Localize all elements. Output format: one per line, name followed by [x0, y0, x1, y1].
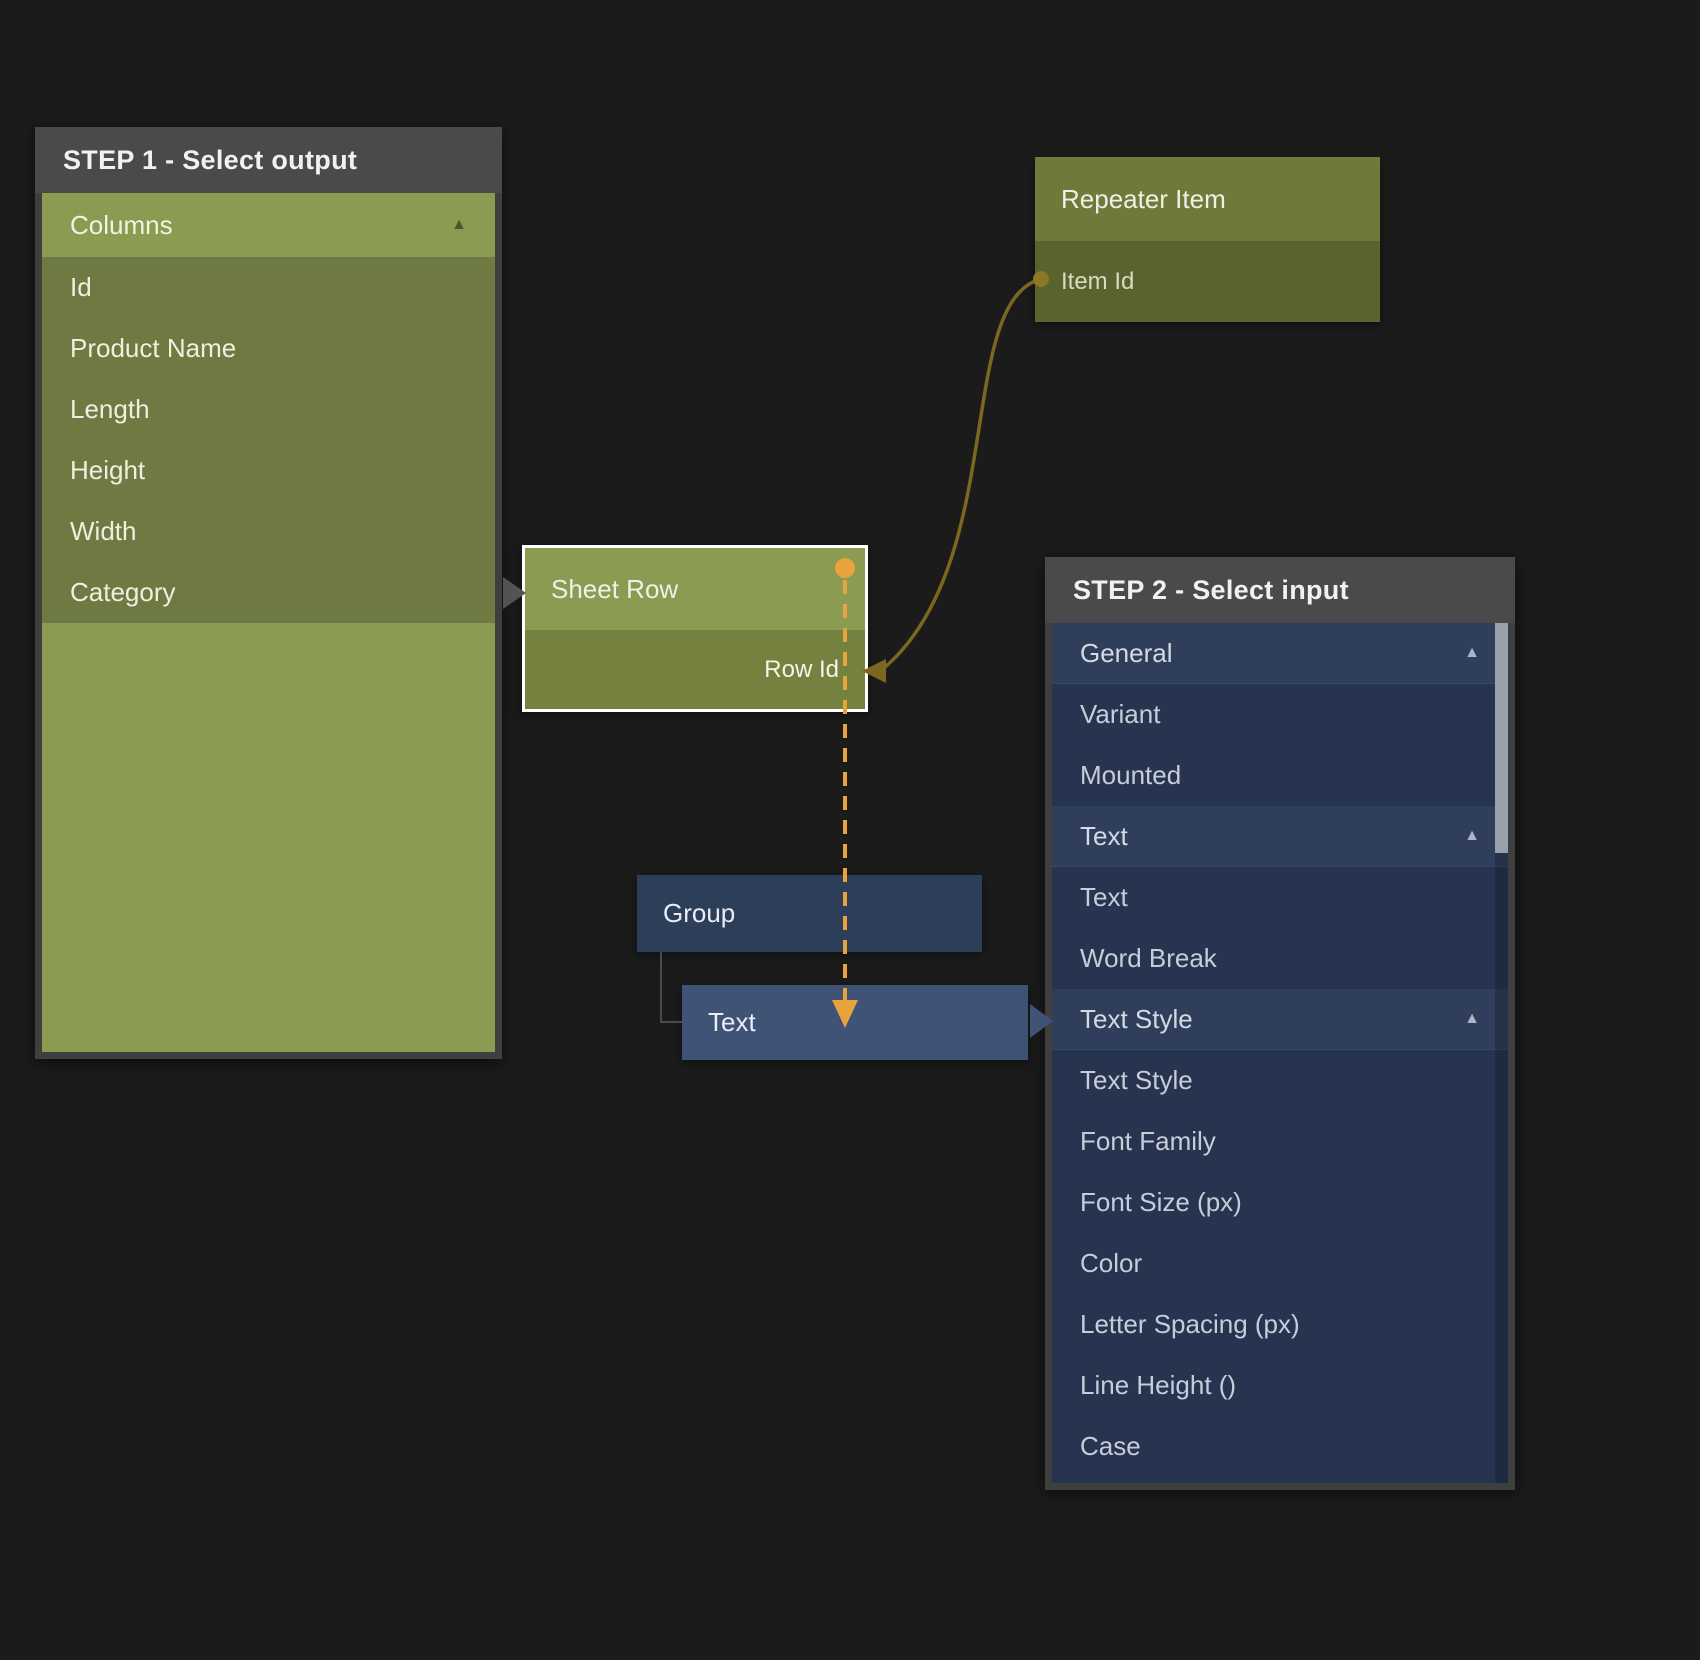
input-property-label: Text — [1080, 882, 1128, 912]
group-node[interactable]: Group — [637, 875, 982, 952]
input-property-row[interactable]: Letter Spacing (px) — [1052, 1294, 1508, 1355]
input-property-label: Text Style — [1080, 1065, 1193, 1095]
output-column-label: Product Name — [70, 333, 237, 363]
input-section-row[interactable]: General ▲ — [1052, 623, 1508, 684]
text-node[interactable]: Text — [682, 985, 1028, 1060]
output-column-row[interactable]: Length — [42, 379, 495, 440]
collapse-chevron-icon[interactable]: ▲ — [451, 216, 467, 233]
collapse-chevron-icon[interactable]: ▲ — [1464, 827, 1480, 844]
input-property-row[interactable]: Variant — [1052, 684, 1508, 745]
input-property-row[interactable]: Case — [1052, 1416, 1508, 1477]
collapse-chevron-icon[interactable]: ▲ — [1464, 1010, 1480, 1027]
input-property-row[interactable]: Text — [1052, 867, 1508, 928]
sheet-row-label: Sheet Row — [551, 573, 679, 604]
output-column-label: Category — [70, 577, 176, 607]
input-property-label: Line Height () — [1080, 1370, 1237, 1400]
step2-title: STEP 2 - Select input — [1073, 574, 1349, 605]
input-section-row[interactable]: Text Style ▲ — [1052, 989, 1508, 1050]
input-section-label: Text — [1080, 820, 1128, 851]
input-section-row[interactable]: Text ▲ — [1052, 806, 1508, 867]
step1-panel: STEP 1 - Select output Columns ▲ Id Prod… — [35, 127, 502, 1059]
input-property-row[interactable]: Font Family — [1052, 1111, 1508, 1172]
input-property-label: Case — [1080, 1431, 1141, 1461]
input-property-label: Color — [1080, 1248, 1143, 1278]
sheet-row-node[interactable]: Sheet Row Row Id — [522, 545, 868, 712]
step2-panel: STEP 2 - Select input General ▲ Variant … — [1045, 557, 1515, 1490]
output-column-label: Length — [70, 394, 150, 424]
input-property-row[interactable]: Line Height () — [1052, 1355, 1508, 1416]
columns-section-label: Columns — [70, 209, 173, 240]
itemid-rowid-connection — [882, 277, 1042, 670]
input-property-label: Mounted — [1080, 760, 1182, 790]
sheet-row-title[interactable]: Sheet Row — [525, 548, 865, 630]
scrollbar-thumb[interactable] — [1495, 623, 1508, 853]
input-section-label: Text Style — [1080, 1003, 1193, 1034]
repeater-item-label: Repeater Item — [1061, 183, 1226, 214]
item-id-port[interactable]: Item Id — [1035, 241, 1380, 322]
input-property-row[interactable]: Mounted — [1052, 745, 1508, 806]
output-column-row[interactable]: Id — [42, 257, 495, 318]
input-property-row[interactable]: Text Style — [1052, 1050, 1508, 1111]
input-property-row[interactable]: Font Size (px) — [1052, 1172, 1508, 1233]
output-column-label: Id — [70, 272, 92, 302]
input-property-label: Letter Spacing (px) — [1080, 1309, 1300, 1339]
input-section-label: General — [1080, 637, 1173, 668]
text-node-title[interactable]: Text — [682, 985, 1028, 1060]
input-property-label: Variant — [1080, 699, 1161, 729]
columns-section-row[interactable]: Columns ▲ — [42, 193, 495, 257]
input-property-row[interactable]: Color — [1052, 1233, 1508, 1294]
item-id-label: Item Id — [1061, 267, 1135, 295]
group-label: Group — [663, 898, 736, 928]
step1-body: Columns ▲ Id Product Name Length Height … — [42, 193, 495, 1052]
output-column-row[interactable]: Product Name — [42, 318, 495, 379]
output-column-label: Height — [70, 455, 146, 485]
repeater-item-node[interactable]: Repeater Item Item Id — [1035, 157, 1380, 322]
collapse-chevron-icon[interactable]: ▲ — [1464, 644, 1480, 661]
scrollbar-track — [1495, 623, 1508, 1483]
step1-empty-area — [42, 623, 495, 1052]
step2-header: STEP 2 - Select input — [1045, 557, 1515, 623]
output-column-label: Width — [70, 516, 137, 546]
step1-title: STEP 1 - Select output — [63, 144, 358, 175]
group-text-tree-connector — [660, 952, 682, 1023]
group-node-title[interactable]: Group — [637, 875, 982, 952]
output-column-row[interactable]: Height — [42, 440, 495, 501]
repeater-item-title[interactable]: Repeater Item — [1035, 157, 1380, 241]
input-property-label: Font Family — [1080, 1126, 1216, 1156]
input-property-label: Font Size (px) — [1080, 1187, 1242, 1217]
input-property-label: Word Break — [1080, 943, 1217, 973]
text-label: Text — [708, 1007, 756, 1037]
step1-header: STEP 1 - Select output — [35, 127, 502, 193]
output-column-row[interactable]: Width — [42, 501, 495, 562]
row-id-port[interactable]: Row Id — [525, 630, 865, 709]
input-property-row[interactable]: Word Break — [1052, 928, 1508, 989]
step2-body: General ▲ Variant Mounted Text ▲ Text Wo… — [1052, 623, 1508, 1483]
output-column-row[interactable]: Category — [42, 562, 495, 623]
row-id-label: Row Id — [764, 655, 839, 683]
